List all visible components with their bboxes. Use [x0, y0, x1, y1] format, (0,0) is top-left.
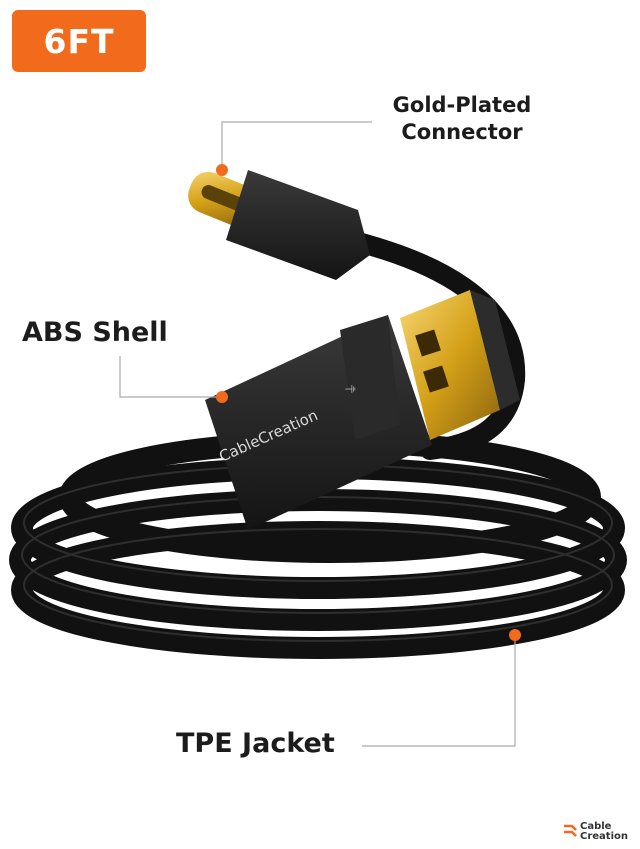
length-badge: 6FT: [12, 10, 146, 72]
displayport-housing: ⏚ CableCreation: [205, 315, 432, 530]
displayport-plug: [400, 290, 520, 440]
callout-lines: [119, 121, 516, 747]
callout-gold-line1: Gold-Plated: [392, 93, 532, 117]
callout-dots: [216, 164, 521, 641]
usb-c-connector: [188, 170, 370, 280]
callout-gold-line2: Connector: [401, 120, 523, 144]
callout-dot-jacket: [509, 629, 521, 641]
cablecreation-logo-icon: [564, 824, 577, 837]
callout-gold-plated-connector: Gold-Plated Connector: [382, 92, 542, 146]
brand-logo-line2: Creation: [580, 831, 628, 842]
callout-abs-shell: ABS Shell: [22, 317, 168, 348]
callout-dot-connector: [216, 164, 228, 176]
brand-logo-line1: Cable: [580, 821, 612, 832]
brand-logo: Cable Creation: [580, 822, 628, 842]
callout-tpe-jacket: TPE Jacket: [176, 728, 335, 759]
callout-dot-shell: [216, 391, 228, 403]
svg-text:⏚: ⏚: [344, 383, 358, 395]
cable-strand: [340, 230, 526, 460]
